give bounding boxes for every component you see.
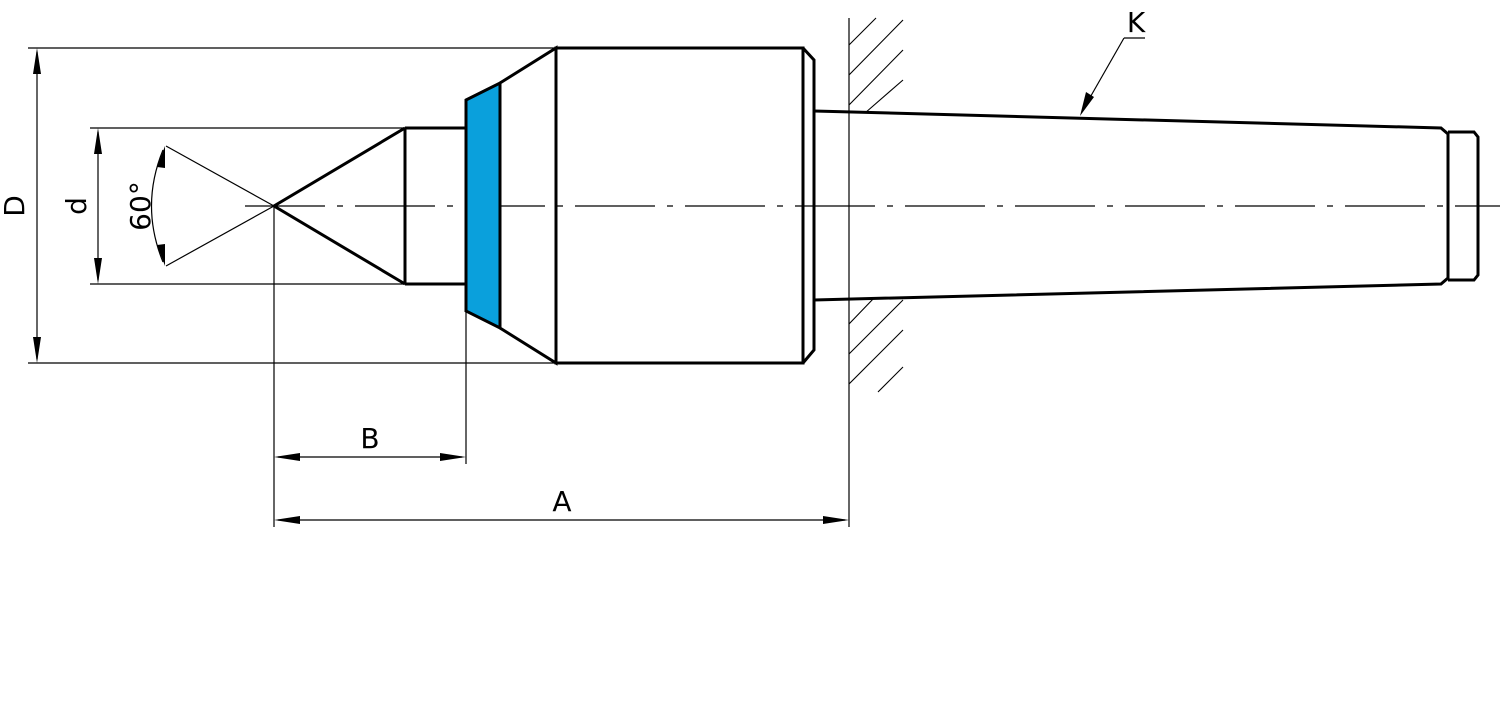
leader-K <box>1080 37 1145 116</box>
dimension-B <box>273 206 467 527</box>
label-angle: 60° <box>124 181 157 231</box>
wall-hatching <box>848 17 904 393</box>
label-A: A <box>552 485 571 518</box>
bearing-ring <box>464 80 502 331</box>
dimension-D <box>28 47 556 364</box>
dimension-A <box>274 394 850 527</box>
label-K: K <box>1127 6 1146 39</box>
taper-shank <box>813 109 1450 302</box>
shank-end <box>1448 130 1480 282</box>
angle-60-dimension <box>150 145 275 267</box>
main-body <box>554 46 805 365</box>
label-B: B <box>360 422 379 455</box>
label-D: D <box>0 195 31 217</box>
label-d: d <box>60 197 93 215</box>
dimension-d <box>90 127 405 285</box>
body-chamfer <box>801 46 816 364</box>
